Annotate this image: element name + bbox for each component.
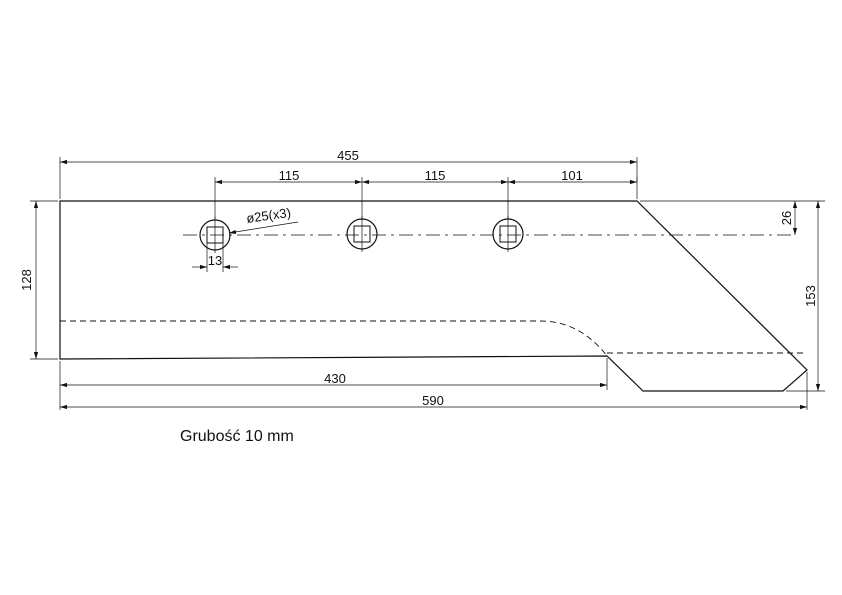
thickness-note: Grubość 10 mm [180,428,294,445]
hole-spec-label: ø25(x3) [245,205,291,226]
dim-115-label-1: 115 [279,168,300,183]
blade-outline [59,200,808,392]
hole-3 [492,216,524,252]
blade-part [59,200,808,392]
dim-128 [30,200,58,360]
dim-153-label: 153 [803,285,818,307]
dim-115-label-2: 115 [425,168,446,183]
hole-2 [346,216,378,252]
dim-13-label: 13 [208,253,222,268]
hole-1 [199,217,231,253]
dim-26-label: 26 [779,211,794,225]
hidden-edge [60,320,608,357]
dim-diameter-leader [228,221,299,234]
dim-430 [59,358,608,410]
dim-430-label: 430 [324,371,346,386]
dim-455 [59,157,638,199]
dim-590 [60,372,808,410]
dim-hole-spacing [214,177,638,219]
dim-590-label: 590 [422,393,444,408]
dim-13 [192,243,238,272]
dim-128-label: 128 [19,269,34,291]
dim-101-label: 101 [561,168,583,183]
dim-455-label: 455 [337,148,359,163]
